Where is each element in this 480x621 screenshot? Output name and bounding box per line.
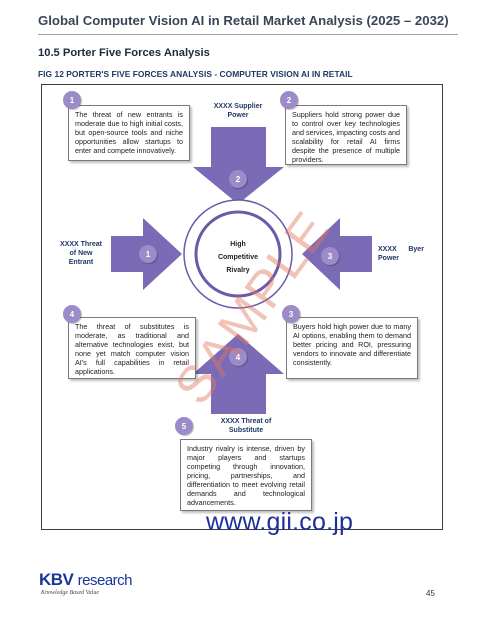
substitutes-box: The threat of substitutes is moderate, a… (68, 317, 196, 379)
box-badge-2: 2 (280, 91, 298, 109)
box-badge-1: 1 (63, 91, 81, 109)
supplier-arrow-badge: 2 (229, 170, 247, 188)
rivalry-box: Industry rivalry is intense, driven by m… (180, 439, 312, 511)
new-entrants-box: The threat of new entrants is moderate d… (68, 105, 190, 161)
new-entrant-label: XXXX Threat of New Entrant (59, 241, 102, 266)
arrow-up-shape (193, 334, 284, 414)
box-badge-5: 5 (175, 417, 193, 435)
buyer-arrow-badge: 3 (321, 247, 339, 265)
page-title: Global Computer Vision AI in Retail Mark… (38, 13, 449, 28)
diagram-frame (41, 84, 443, 530)
section-heading: 10.5 Porter Five Forces Analysis (38, 47, 210, 59)
kbv-logo: KBV research Knowledge Based Value (39, 570, 133, 596)
page-number: 45 (426, 589, 435, 598)
title-rule (38, 34, 458, 35)
supplier-power-label: XXXX Supplier Power (213, 103, 263, 119)
box-badge-3: 3 (282, 305, 300, 323)
substitute-label: XXXX Threat of Substitute (220, 418, 272, 434)
center-inner-circle (194, 210, 282, 298)
substitute-arrow-badge: 4 (229, 348, 247, 366)
suppliers-box: Suppliers hold strong power due to contr… (285, 105, 407, 165)
figure-caption: FIG 12 PORTER'S FIVE FORCES ANALYSIS - C… (38, 69, 353, 79)
arrow-down-shape (193, 127, 284, 204)
buyer-power-label: XXXX Byer Power (378, 246, 424, 262)
url-watermark: www.gii.co.jp (206, 508, 354, 536)
box-badge-4: 4 (63, 305, 81, 323)
buyers-box: Buyers hold high power due to many AI op… (286, 317, 418, 379)
entrant-arrow-badge: 1 (139, 245, 157, 263)
center-label: High Competitive Rivalry (217, 241, 259, 274)
